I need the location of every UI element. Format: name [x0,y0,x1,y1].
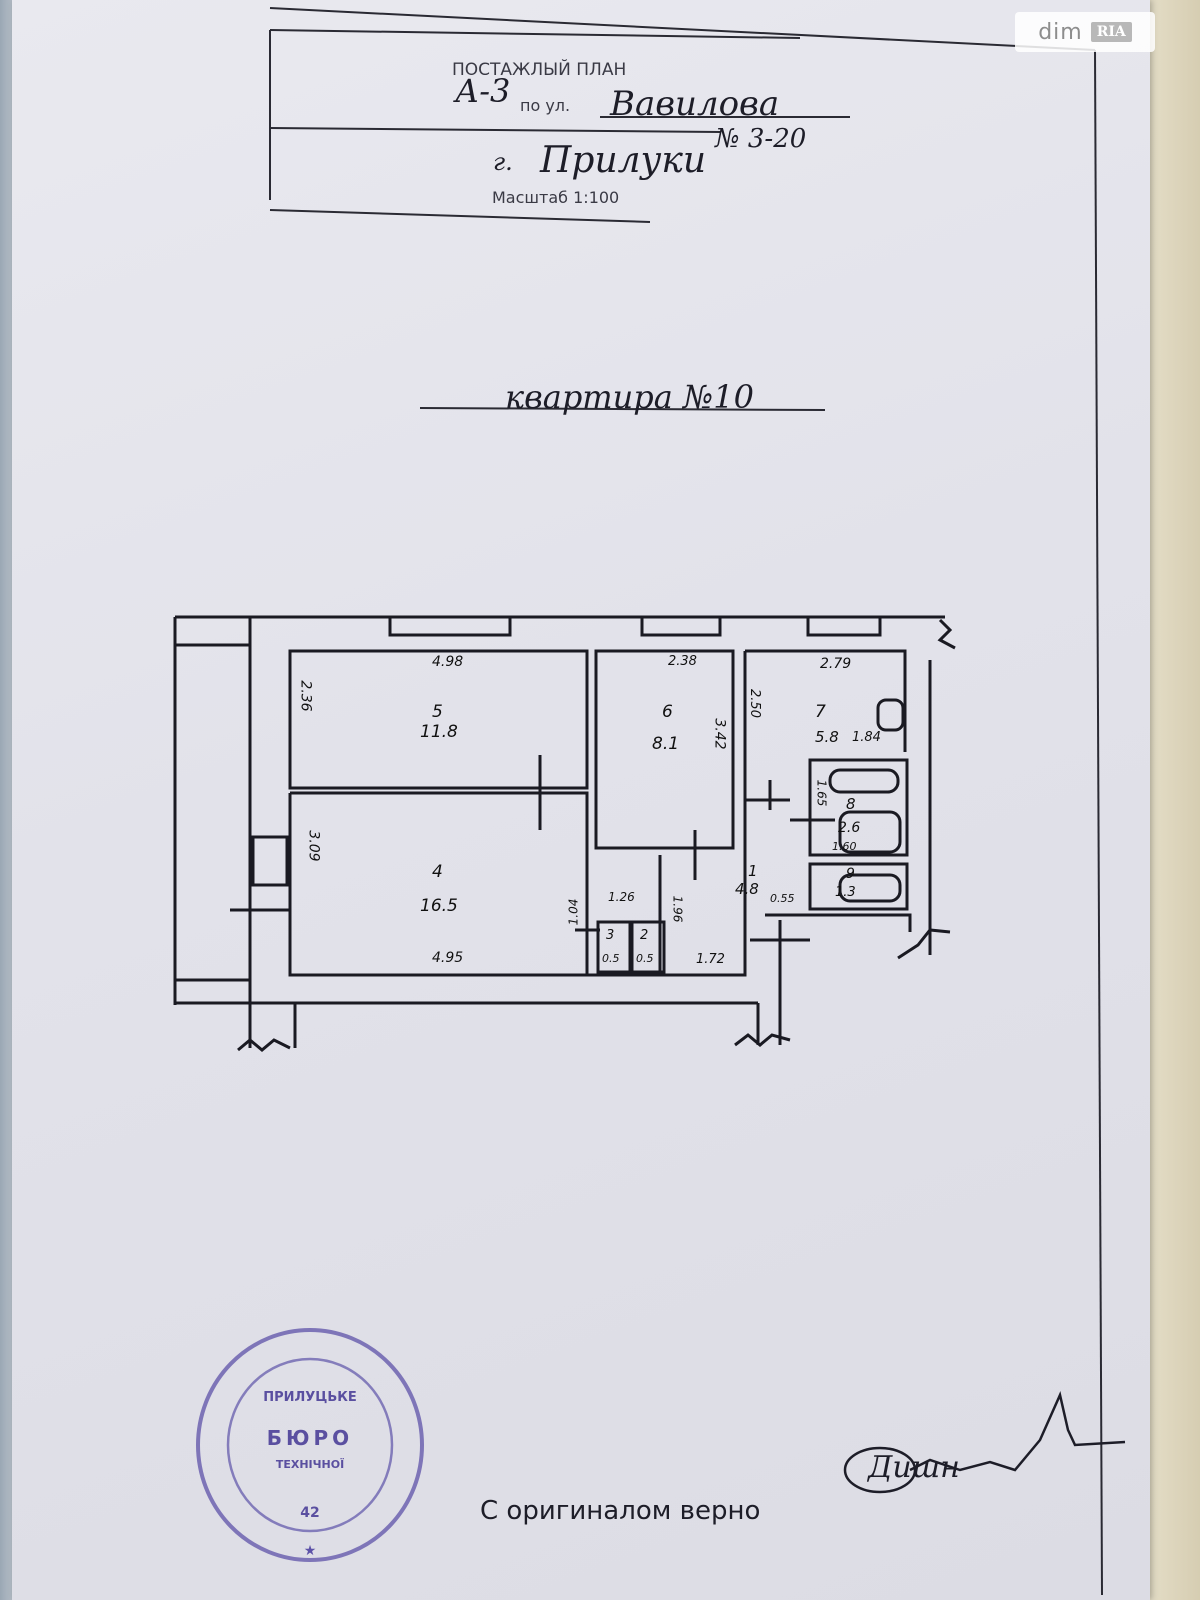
dim-room6-width: 2.38 [668,654,697,669]
room-5-number: 5 [432,702,443,722]
room-4-number: 4 [432,862,443,882]
scale-label: Масштаб 1:100 [492,188,620,207]
frame-right-line [1094,49,1103,1596]
stamp-line3: ТЕХНІЧНОЇ [275,1458,345,1471]
street-name: Вавилова [610,84,780,124]
dim-bath-inner: 1.60 [832,840,857,853]
room-7-area: 5.8 [815,728,839,746]
certification-text: С оригиналом верно [480,1496,761,1526]
dim-room4-depth: 3.09 [305,830,322,862]
room-1-area: 4.8 [735,880,759,898]
stamp-line1: ПРИЛУЦЬКЕ [263,1390,357,1405]
dim-closet-width: 1.26 [608,890,635,904]
building-code: А-3 [455,72,511,110]
room-1-number: 1 [748,862,758,880]
watermark-brand: dim [1038,19,1083,45]
walls [173,615,956,1052]
dim-room7-depth: 2.50 [746,689,762,718]
city-name: Прилуки [540,140,707,181]
room-3-area: 0.5 [602,952,620,965]
dim-hall-width: 1.72 [696,952,725,967]
form-title: ПОСТАЖЛЫЙ ПЛАН [452,60,627,80]
apartment-title: квартира №10 [505,378,754,416]
dim-room4-width: 4.95 [432,950,464,966]
dim-hall-depth: 1.96 [670,895,685,923]
room-8-area: 2.6 [838,820,861,836]
stamp-line2: БЮРО [266,1426,354,1450]
document-sheet [12,0,1150,1600]
dim-closet-depth: 1.04 [566,898,581,926]
frame-top-line [269,7,1096,51]
room-5-area: 11.8 [420,722,458,742]
svg-text:★: ★ [304,1543,317,1559]
room-2-area: 0.5 [636,952,654,965]
city-prefix: г. [493,148,513,176]
room-3-number: 3 [606,928,615,943]
dim-bath-width: 1.84 [852,730,881,745]
dim-room5-width: 4.98 [432,654,464,670]
room-4-area: 16.5 [420,896,458,916]
room-6-area: 8.1 [652,734,680,754]
room-2-number: 2 [640,928,649,943]
room-8-number: 8 [846,795,856,813]
dim-hall-niche: 0.55 [770,892,795,905]
dimria-watermark: dim RIA [1015,12,1155,52]
watermark-sub: RIA [1090,22,1132,42]
street-prefix: по ул. [520,96,571,115]
official-stamp: ★ [196,1328,424,1562]
dim-room6-depth: 3.42 [711,718,728,750]
stamp-number: 42 [300,1505,320,1521]
room-9-area: 1.3 [835,885,856,900]
room-6-number: 6 [662,702,673,722]
dim-room5-depth: 2.36 [297,680,314,712]
signature-scribble [843,1391,1126,1494]
room-7-number: 7 [815,702,826,722]
house-number: № 3-20 [715,124,807,154]
dim-room7-width: 2.79 [820,656,852,672]
dim-bath-depth: 1.65 [814,779,829,807]
room-9-number: 9 [846,866,855,882]
signature: Дишн [868,1450,960,1485]
